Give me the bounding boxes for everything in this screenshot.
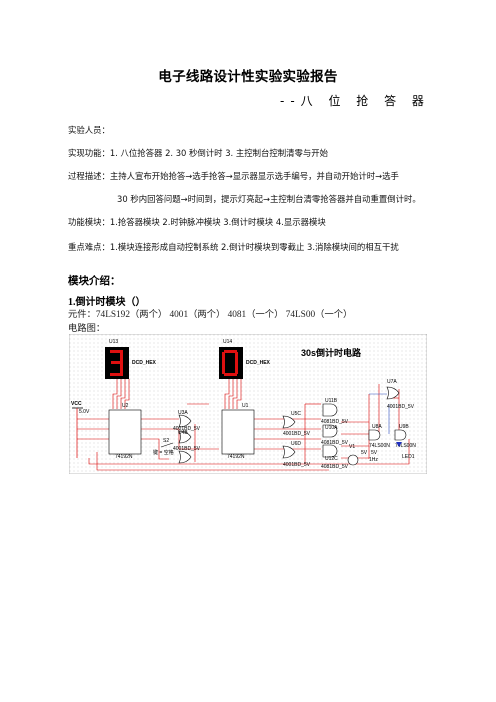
features-line: 实现功能：1. 八位抢答器 2. 30 秒倒计时 3. 主控制台控制清零与开始 — [68, 148, 328, 158]
display-left-type: DCD_HEX — [132, 360, 157, 366]
staff-line: 实验人员： — [68, 125, 110, 135]
gate-u4b-part: 4001BD_5V — [173, 446, 201, 452]
gate-u11b-ref: U11B — [325, 398, 338, 404]
vcc-value: 5.0V — [79, 409, 90, 415]
seven-segment-display-left: U13 DCD_HEX — [105, 339, 157, 379]
reset-switch: S2 键 = 空格 — [153, 438, 174, 456]
gate-u9b-ref: U9B — [399, 424, 409, 430]
circuit-label: 电路图： — [68, 324, 106, 334]
source-value-2: 5V — [371, 450, 378, 456]
gate-u3a-part: 4001BD_5V — [173, 426, 201, 432]
counter-u2-part: 74192N — [115, 454, 133, 460]
counter-u2: U2 74192N — [108, 403, 142, 460]
module-intro-heading: 模块介绍： — [68, 275, 121, 287]
gate-u9b-part: 74LS00N — [395, 443, 416, 449]
vcc-source: VCC 5.0V — [71, 401, 90, 458]
modules-line: 功能模块：1.抢答器模块 2.时钟脉冲模块 3.倒计时模块 4.显示器模块 — [68, 217, 326, 227]
difficulty-line: 重点难点：1.模块连接形成自动控制系统 2.倒计时模块到零截止 3.消除模块间的… — [68, 242, 399, 252]
gate-u7a-ref: U7A — [387, 379, 397, 385]
gate-u6d-part: 4001BD_5V — [283, 462, 311, 468]
report-title: 电子线路设计性实验实验报告 — [158, 69, 338, 85]
counter-u2-ref: U2 — [122, 403, 129, 409]
display-left-ref: U13 — [109, 339, 118, 345]
circuit-wires — [77, 379, 410, 471]
gate-u10a-ref: U10A — [325, 425, 338, 431]
gate-u5c-part: 4001BD_5V — [283, 431, 311, 437]
gate-u7a-part: 4001BD_5V — [387, 404, 415, 410]
gate-u8a-part: 74LS00N — [369, 443, 390, 449]
display-right-type: DCD_HEX — [246, 360, 271, 366]
circuit-schematic: U13 DCD_HEX U14 DCD_HEX 30s倒计时电路 VCC 5.0… — [69, 334, 427, 474]
clock-source: V1 5V 5V 1Hz — [347, 444, 378, 466]
process-line-2: 30 秒内回答问题→时间到，提示灯亮起→主控制台清零抢答器并自动重置倒计时。 — [117, 194, 421, 204]
gate-u11b-part: 4081BD_5V — [321, 419, 349, 425]
source-ref: V1 — [349, 444, 355, 450]
circuit-wires-blue — [369, 393, 390, 434]
counter-u1: U1 74192N — [221, 403, 255, 460]
gates — [178, 386, 407, 464]
components-line: 元件：74LS192（两个） 4001（两个） 4081（一个） 74LS00（… — [68, 310, 353, 320]
gate-u3a-ref: U3A — [178, 410, 188, 416]
led-indicator: LED1 — [396, 442, 415, 460]
seven-segment-display-right: U14 DCD_HEX — [219, 339, 271, 379]
vcc-label: VCC — [71, 401, 82, 407]
display-right-ref: U14 — [223, 339, 232, 345]
gate-u12c-ref: U12C — [325, 456, 338, 462]
led-label: LED1 — [402, 454, 415, 460]
gate-u4b-ref: U4B — [178, 430, 188, 436]
gate-u6d-ref: U6D — [291, 441, 301, 447]
counter-u1-ref: U1 — [242, 403, 249, 409]
source-value-1: 5V — [361, 450, 368, 456]
section-heading: 1.倒计时模块（） — [68, 297, 146, 308]
gate-u5c-ref: U5C — [291, 411, 301, 417]
gate-u8a-ref: U8A — [372, 424, 382, 430]
schematic-title: 30s倒计时电路 — [301, 347, 362, 358]
report-subtitle: --八 位 抢 答 器 — [280, 94, 430, 108]
source-freq: 1Hz — [369, 457, 378, 463]
switch-key: 键 = 空格 — [153, 449, 174, 456]
process-line-1: 过程描述：主持人宣布开始抢答→选手抢答→显示器显示选手编号，并自动开始计时→选手 — [68, 171, 399, 181]
gate-u12c-part: 4081BD_5V — [321, 464, 349, 470]
gate-u10a-part: 4081BD_5V — [321, 440, 349, 446]
counter-u1-part: 74192N — [227, 454, 245, 460]
switch-ref: S2 — [163, 438, 169, 444]
